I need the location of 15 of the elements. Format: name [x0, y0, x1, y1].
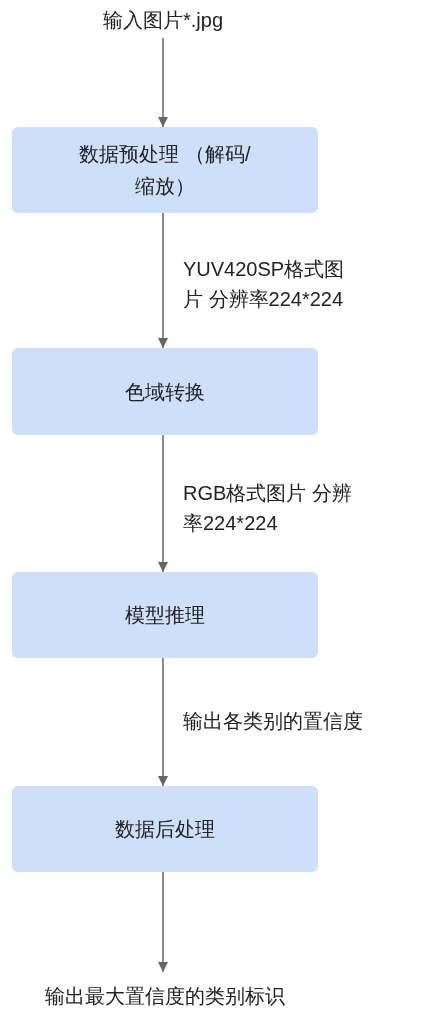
process-box [12, 127, 318, 213]
process-box [12, 348, 318, 435]
io-text: 输入图片*.jpg [102, 8, 224, 33]
arrow [157, 657, 169, 787]
box-label: 色域转换 [124, 379, 206, 405]
arrow [157, 871, 169, 973]
arrow [157, 434, 169, 573]
box-label: 数据后处理 [114, 817, 216, 842]
process-box [12, 786, 318, 872]
arrow [157, 212, 169, 349]
box-label: 数据预处理 （解码/缩放） [78, 142, 252, 199]
io-text: 输出最大置信度的类别标识 [44, 984, 286, 1009]
box-label: 模型推理 [124, 603, 206, 628]
process-box [12, 572, 318, 658]
arrow [157, 37, 169, 128]
